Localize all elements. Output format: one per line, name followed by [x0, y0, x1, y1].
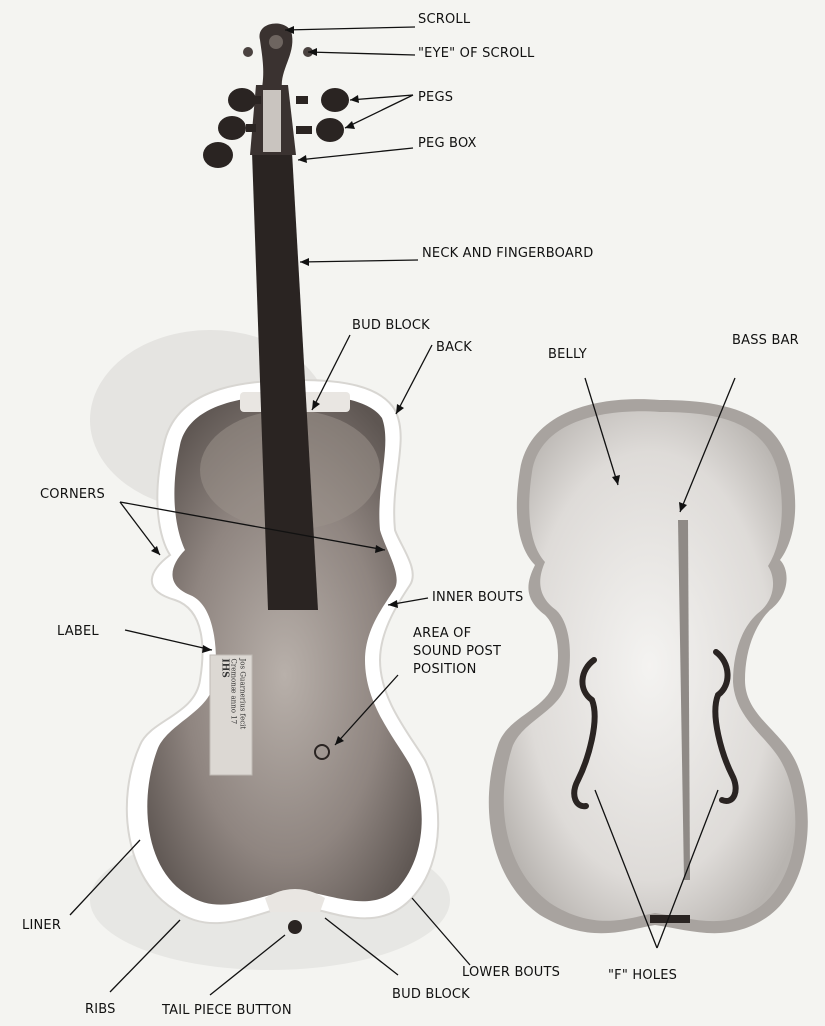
label-bud-block-top: BUD BLOCK — [352, 318, 430, 334]
label-belly: BELLY — [548, 347, 587, 363]
label-sound-post-line3: POSITION — [413, 662, 477, 678]
label-sound-post-line1: AREA OF — [413, 626, 471, 642]
belly-plate — [504, 411, 796, 921]
label-bass-bar: BASS BAR — [732, 333, 799, 349]
label-neck-and-fingerboard: NECK AND FINGERBOARD — [422, 246, 593, 262]
label-f-holes: "F" HOLES — [608, 968, 677, 984]
label-back: BACK — [436, 340, 472, 356]
label-lower-bouts: LOWER BOUTS — [462, 965, 560, 981]
violin-label-line-3: IHS — [220, 659, 229, 749]
violin-label-line-1: Jos Guarnerius fecit — [238, 659, 247, 749]
label-pegs: PEGS — [418, 90, 453, 106]
violin-belly-view — [489, 399, 808, 933]
label-inner-bouts: INNER BOUTS — [432, 590, 524, 606]
label-scroll: SCROLL — [418, 12, 470, 28]
label-corners: CORNERS — [40, 487, 105, 503]
violin-label-text: Jos Guarnerius fecit Cremonæ anno 17 IHS — [220, 659, 247, 749]
label-eye-of-scroll: "EYE" OF SCROLL — [418, 46, 534, 62]
label-bud-block-bottom: BUD BLOCK — [392, 987, 470, 1003]
label-sound-post-line2: SOUND POST — [413, 644, 501, 660]
label-label: LABEL — [57, 624, 99, 640]
tail-piece-button-marker — [288, 920, 302, 934]
scroll — [260, 24, 293, 88]
violin-label-line-2: Cremonæ anno 17 — [229, 659, 238, 749]
label-ribs: RIBS — [85, 1002, 116, 1018]
label-peg-box: PEG BOX — [418, 136, 477, 152]
label-liner: LINER — [22, 918, 61, 934]
label-tail-piece-button: TAIL PIECE BUTTON — [162, 1003, 292, 1019]
